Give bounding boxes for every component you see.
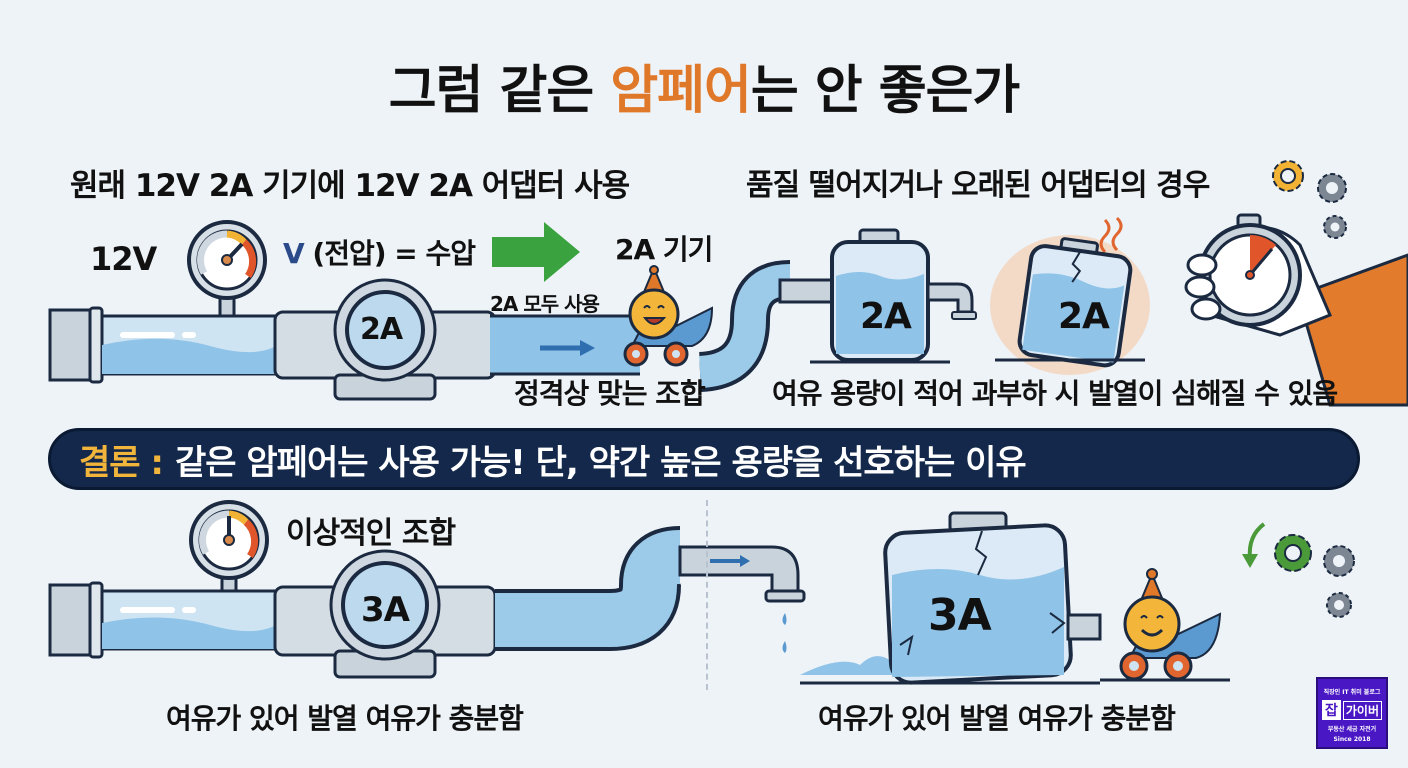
stopwatch-hand-icon [1184,213,1408,407]
title-accent: 암페어 [610,61,752,121]
tank2-label: 2A [1058,296,1110,337]
overheating-tank-icon [990,216,1150,375]
pressure-gauge-icon [189,500,269,612]
bottom-right-caption: 여유가 있어 발열 여유가 충분함 [818,702,1176,735]
gear-yellow-icon [1272,160,1304,192]
voltage-label: 12V [90,240,157,278]
top-right-heading: 품질 떨어지거나 오래된 어댑터의 경우 [746,168,1210,203]
gear-green-icon [1274,534,1312,572]
device-label: 2A 기기 [615,233,713,266]
bottom-left-heading: 이상적인 조합 [286,516,456,551]
logo-name: 가이버 [1342,700,1382,720]
conclusion-banner: 결론 : 같은 암페어는 사용 가능! 단, 약간 높은 용량을 선호하는 이유 [48,428,1360,490]
gear-gray-icon [1323,545,1355,577]
happy-robot-icon [623,265,714,367]
v-symbol: V [283,237,305,270]
gear-gray-small-icon [1323,215,1347,239]
tank-3a-label: 3A [928,590,992,641]
conclusion-text: 같은 암페어는 사용 가능! 단, 약간 높은 용량을 선호하는 이유 [175,442,1027,483]
section-divider [706,500,708,690]
water-pipe-3a [48,526,806,679]
blog-logo: 직장인 IT 취미 블로그 잡 가이버 부동산 세금 자전거 Since 201… [1316,677,1388,749]
conclusion-key: 결론 : [79,442,164,483]
pipe-meter-label-3a: 3A [361,590,410,630]
logo-mark: 잡 [1321,700,1341,720]
arrow-right-icon [492,222,580,282]
gear-gray-icon [1317,173,1347,203]
page-title: 그럼 같은 암페어는 안 좋은가 [388,61,1021,121]
rotate-arrow-icon [1242,522,1266,568]
top-right-caption: 여유 용량이 적어 과부하 시 발열이 심해질 수 있음 [772,377,1338,410]
top-left-caption: 정격상 맞는 조합 [514,377,706,410]
water-pipe-2a [48,260,792,401]
pipe-meter-label: 2A [360,312,403,347]
happy-robot-icon [1100,568,1230,682]
flow-label: 2A 모두 사용 [490,292,600,316]
bottom-left-caption: 여유가 있어 발열 여유가 충분함 [166,702,524,735]
adapter-tank-icon [778,228,977,364]
pressure-gauge-icon [187,220,267,332]
gear-gray-small-icon [1326,592,1352,618]
top-left-heading: 원래 12V 2A 기기에 12V 2A 어댑터 사용 [70,168,630,204]
cracked-tank-icon [800,511,1102,685]
tank1-label: 2A [860,296,912,337]
voltage-note: V (전압) = 수압 [283,237,476,270]
